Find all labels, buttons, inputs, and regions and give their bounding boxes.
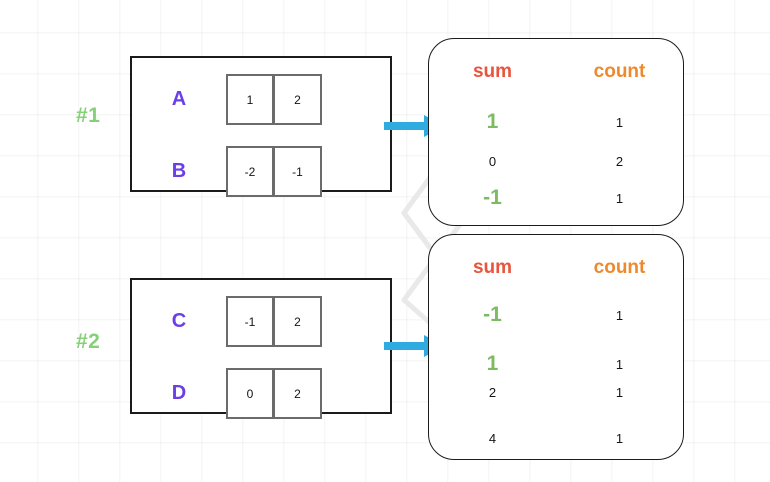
- group2-row-d-cells: 0 2: [226, 368, 322, 419]
- panel1-row: 0 2: [429, 138, 683, 184]
- group2-row-c-cells: -1 2: [226, 296, 322, 347]
- table-cell: -2: [226, 146, 274, 197]
- panel1-header-row: sum count: [429, 61, 683, 83]
- group2-row-d-label: D: [171, 382, 187, 404]
- panel1-sum-value: 0: [488, 153, 497, 169]
- group2-row-c: C -1 2: [162, 296, 322, 347]
- panel1-header-count: count: [593, 61, 646, 82]
- panel2-count-value: 1: [615, 356, 624, 372]
- panel2-count-value: 1: [615, 307, 624, 323]
- table-cell: 0: [226, 368, 274, 419]
- group2-row-d: D 0 2: [162, 368, 322, 419]
- table-cell: -1: [274, 146, 322, 197]
- table-cell: 1: [226, 74, 274, 125]
- panel1-row: -1 1: [429, 175, 683, 221]
- panel2-row: 2 1: [429, 369, 683, 415]
- panel1-row: 1 1: [429, 99, 683, 145]
- panel-aggregate-2: sum count -1 1 1 1 2 1 4 1: [428, 234, 684, 460]
- panel2-sum-value: 1: [429, 341, 556, 387]
- panel2-sum-value: 4: [488, 430, 497, 446]
- group1-row-a-label: A: [171, 88, 187, 110]
- panel2-sum-value: 2: [488, 384, 497, 400]
- group1-row-a: A 1 2: [162, 74, 322, 125]
- panel2-header-row: sum count: [429, 257, 683, 279]
- group-box-2: C -1 2 D 0 2: [130, 278, 392, 419]
- group1-row-a-cells: 1 2: [226, 74, 322, 125]
- group-tag-1: #1: [76, 104, 101, 127]
- panel2-row: -1 1: [429, 292, 683, 338]
- panel1-count-value: 1: [615, 114, 624, 130]
- table-cell: -1: [226, 296, 274, 347]
- panel2-header-count: count: [593, 257, 646, 278]
- table-cell: 2: [274, 296, 322, 347]
- group1-row-b-label: B: [171, 160, 187, 182]
- panel1-count-value: 1: [615, 190, 624, 206]
- panel2-count-value: 1: [615, 430, 624, 446]
- panel2-count-value: 1: [615, 384, 624, 400]
- group1-row-b-cells: -2 -1: [226, 146, 322, 197]
- panel2-row: 1 1: [429, 341, 683, 387]
- panel1-sum-value: -1: [429, 175, 556, 221]
- table-cell: 2: [274, 74, 322, 125]
- group-box-1: A 1 2 B -2 -1: [130, 56, 392, 197]
- group-tag-2: #2: [76, 330, 101, 353]
- table-cell: 2: [274, 368, 322, 419]
- panel-aggregate-1: sum count 1 1 0 2 -1 1: [428, 38, 684, 226]
- group2-row-c-label: C: [171, 310, 187, 332]
- group1-row-b: B -2 -1: [162, 146, 322, 197]
- panel2-sum-value: -1: [429, 292, 556, 338]
- panel1-sum-value: 1: [429, 99, 556, 145]
- panel1-count-value: 2: [615, 153, 624, 169]
- panel2-header-sum: sum: [472, 257, 513, 278]
- panel1-header-sum: sum: [472, 61, 513, 82]
- panel2-row: 4 1: [429, 415, 683, 461]
